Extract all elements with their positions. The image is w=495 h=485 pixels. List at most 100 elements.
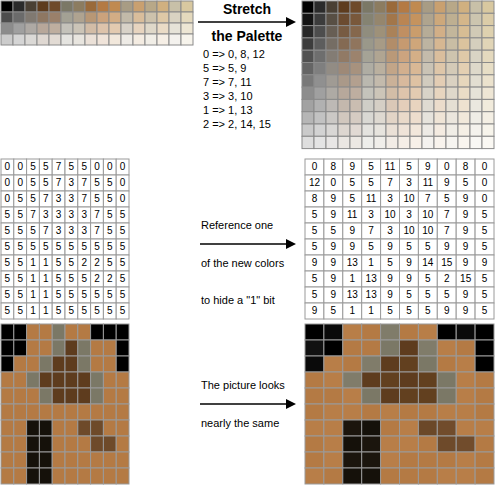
table-cell-box bbox=[381, 159, 400, 175]
palette-swatch bbox=[422, 136, 434, 148]
palette-swatch bbox=[386, 87, 398, 99]
table-cell-box bbox=[343, 303, 362, 319]
table-cell-box bbox=[1, 303, 14, 319]
table-cell: 15 bbox=[441, 257, 452, 269]
table-cell: 5 bbox=[5, 305, 11, 317]
table-cell-box bbox=[78, 207, 91, 223]
table-cell-box bbox=[65, 175, 78, 191]
pixel bbox=[65, 372, 78, 388]
palette-swatch bbox=[314, 26, 326, 38]
palette-swatch bbox=[458, 99, 470, 111]
pixel-picture bbox=[305, 324, 494, 484]
pixel bbox=[437, 356, 456, 372]
palette-swatch bbox=[326, 87, 338, 99]
pixel bbox=[305, 404, 324, 420]
palette-swatch bbox=[434, 13, 446, 25]
table-cell: 1 bbox=[349, 305, 355, 317]
table-cell: 3 bbox=[69, 177, 75, 189]
table-cell-box bbox=[39, 271, 52, 287]
table-cell-box bbox=[362, 255, 381, 271]
table-cell: 3 bbox=[368, 209, 374, 221]
palette-swatch bbox=[109, 34, 121, 45]
table-cell: 5 bbox=[482, 273, 488, 285]
table-cell-box bbox=[362, 159, 381, 175]
table-cell: 0 bbox=[107, 161, 113, 173]
table-cell: 10 bbox=[384, 209, 395, 221]
table-cell-box bbox=[343, 207, 362, 223]
table-cell-box bbox=[27, 175, 40, 191]
table-cell: 5 bbox=[30, 241, 36, 253]
table-cell-box bbox=[418, 223, 437, 239]
table-cell: 15 bbox=[460, 273, 471, 285]
pixel bbox=[343, 356, 362, 372]
table-cell-box bbox=[103, 303, 116, 319]
pixel bbox=[400, 420, 419, 436]
table-cell: 5 bbox=[120, 225, 126, 237]
table-cell: 5 bbox=[425, 273, 431, 285]
palette-swatch bbox=[314, 87, 326, 99]
table-cell: 2 bbox=[94, 257, 100, 269]
table-cell: 3 bbox=[387, 225, 393, 237]
pixel bbox=[65, 452, 78, 468]
table-cell-box bbox=[324, 191, 343, 207]
palette-swatch bbox=[338, 87, 350, 99]
table-cell-box bbox=[91, 303, 104, 319]
table-cell: 10 bbox=[403, 193, 414, 205]
table-cell: 9 bbox=[387, 241, 393, 253]
table-cell: 0 bbox=[17, 177, 23, 189]
pixel bbox=[400, 372, 419, 388]
step-note: The picture looks bbox=[201, 379, 285, 392]
table-cell-box bbox=[116, 271, 129, 287]
table-cell: 5 bbox=[17, 305, 23, 317]
palette-swatch bbox=[350, 124, 362, 136]
table-cell: 5 bbox=[120, 241, 126, 253]
pixel bbox=[14, 452, 27, 468]
palette-swatch bbox=[37, 12, 49, 23]
palette-swatch bbox=[350, 112, 362, 124]
table-cell-box bbox=[1, 207, 14, 223]
table-cell-box bbox=[52, 287, 65, 303]
table-cell-box bbox=[103, 207, 116, 223]
palette-swatch bbox=[145, 1, 157, 12]
table-cell-box bbox=[437, 159, 456, 175]
pixel bbox=[381, 356, 400, 372]
palette-swatch bbox=[482, 13, 494, 25]
table-cell-box bbox=[437, 191, 456, 207]
pixel bbox=[475, 452, 494, 468]
table-cell-box bbox=[437, 239, 456, 255]
palette-swatch bbox=[374, 1, 386, 13]
palette-swatch bbox=[410, 99, 422, 111]
table-cell: 5 bbox=[43, 177, 49, 189]
table-cell-box bbox=[14, 207, 27, 223]
table-cell: 1 bbox=[349, 273, 355, 285]
palette-swatch bbox=[350, 99, 362, 111]
pixel bbox=[437, 404, 456, 420]
table-cell: 5 bbox=[463, 177, 469, 189]
palette-swatch bbox=[338, 50, 350, 62]
table-cell-box bbox=[324, 239, 343, 255]
table-cell: 5 bbox=[56, 289, 62, 301]
table-cell-box bbox=[14, 239, 27, 255]
table-cell: 5 bbox=[406, 161, 412, 173]
table-cell: 7 bbox=[43, 193, 49, 205]
pixel bbox=[27, 404, 40, 420]
table-cell: 3 bbox=[81, 225, 87, 237]
table-cell-box bbox=[362, 223, 381, 239]
pixel bbox=[39, 436, 52, 452]
table-cell: 5 bbox=[17, 257, 23, 269]
table-cell-box bbox=[418, 191, 437, 207]
palette-swatch bbox=[37, 23, 49, 34]
table-cell-box bbox=[1, 271, 14, 287]
table-cell-box bbox=[103, 287, 116, 303]
pixel bbox=[39, 420, 52, 436]
table-cell-box bbox=[400, 271, 419, 287]
palette-swatch bbox=[482, 124, 494, 136]
table-cell-box bbox=[456, 223, 475, 239]
pixel bbox=[65, 420, 78, 436]
palette-swatch bbox=[133, 12, 145, 23]
palette-swatch bbox=[386, 75, 398, 87]
pixel bbox=[39, 388, 52, 404]
table-cell-box bbox=[418, 239, 437, 255]
palette-swatch bbox=[302, 1, 314, 13]
table-cell: 5 bbox=[17, 289, 23, 301]
